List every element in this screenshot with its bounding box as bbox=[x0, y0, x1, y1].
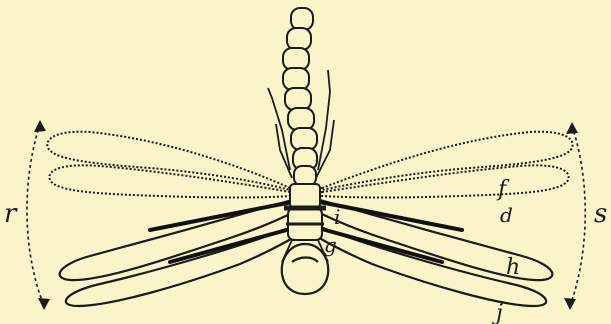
right-upper-dotted-wing-1 bbox=[322, 132, 573, 190]
label-r: r bbox=[4, 199, 18, 229]
right-motion-arc bbox=[570, 126, 585, 306]
label-g: g bbox=[324, 233, 337, 257]
abdomen-segment-5 bbox=[285, 88, 311, 110]
label-d: d bbox=[500, 203, 513, 227]
head bbox=[282, 244, 328, 294]
abdomen-segment-3 bbox=[283, 48, 309, 70]
thorax bbox=[284, 184, 326, 240]
left-arc-arrow-top bbox=[34, 120, 46, 132]
abdomen-segment-1 bbox=[291, 8, 313, 30]
left-hind-vein bbox=[170, 228, 294, 262]
left-upper-dotted-wing-1 bbox=[47, 132, 290, 190]
head-shape bbox=[282, 244, 328, 294]
right-arc-arrow-bottom bbox=[564, 298, 576, 310]
right-arc-arrow-top bbox=[566, 122, 578, 134]
right-fore-vein bbox=[320, 202, 462, 230]
label-f: f bbox=[496, 177, 510, 202]
label-s: s bbox=[594, 199, 607, 229]
label-i: i bbox=[334, 205, 340, 229]
abdomen-segment-4 bbox=[283, 68, 309, 90]
left-fore-vein bbox=[150, 202, 292, 230]
label-j: j bbox=[491, 301, 503, 324]
abdomen-segment-6 bbox=[288, 108, 314, 130]
label-h: h bbox=[506, 255, 520, 280]
thorax-upper bbox=[290, 184, 320, 208]
left-motion-arc bbox=[27, 124, 44, 306]
abdomen-segment-2 bbox=[287, 28, 311, 50]
abdomen-segment-7 bbox=[291, 128, 317, 150]
left-arc-arrow-bottom bbox=[38, 298, 50, 310]
